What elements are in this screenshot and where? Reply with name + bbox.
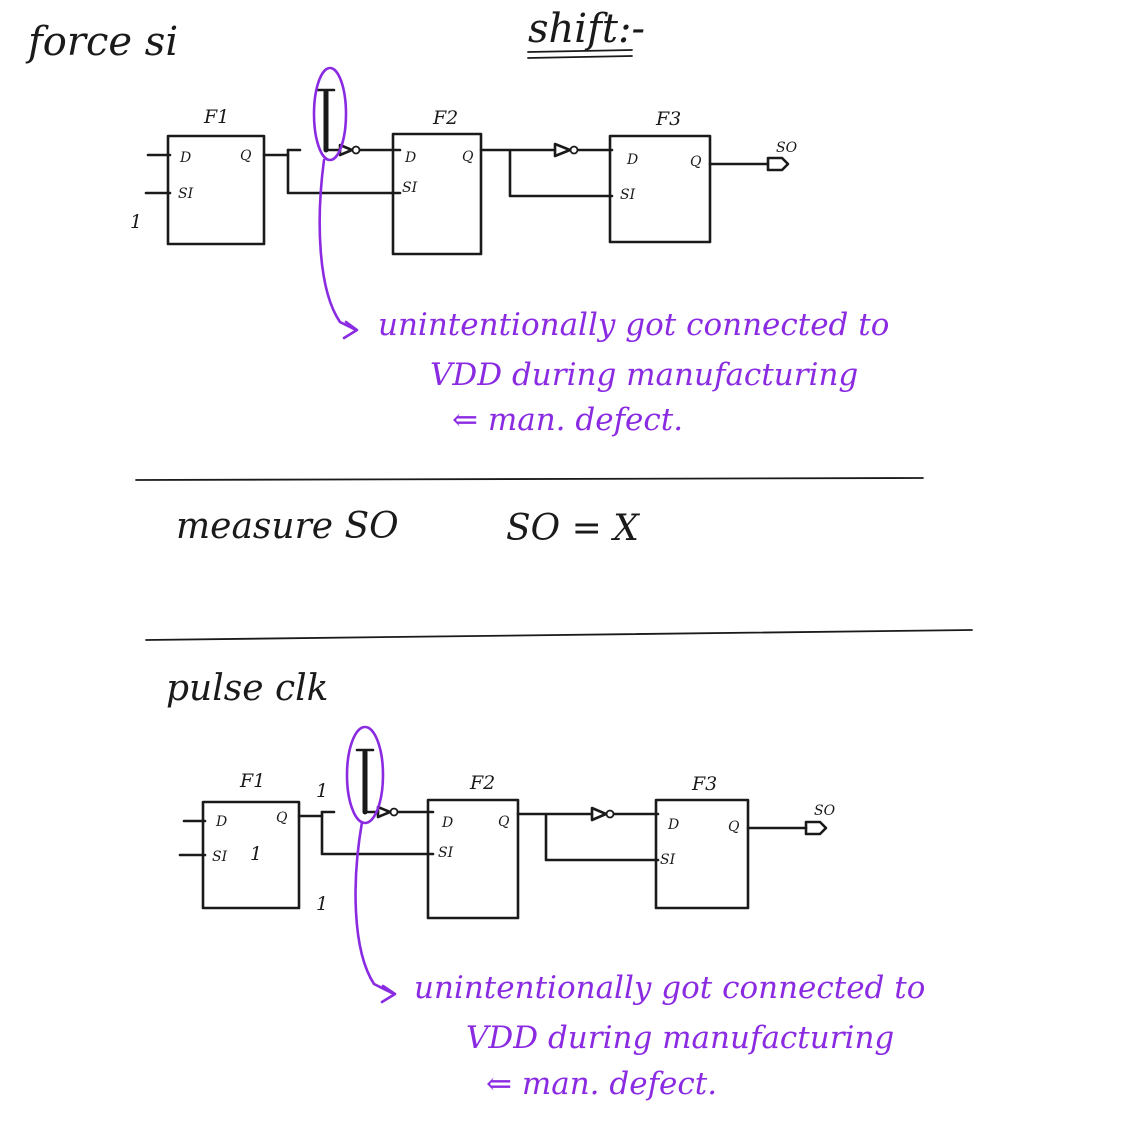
bottom-si-value: 1: [316, 893, 328, 915]
top-defect-pointer: [318, 158, 358, 332]
heading-underline: [527, 49, 633, 59]
top-so-port-icon: [766, 156, 790, 172]
bottom-pointer-arrowhead: [380, 984, 397, 1004]
bottom-f3-d-pin: D: [667, 817, 679, 833]
top-f1-q-pin: Q: [240, 148, 252, 164]
bottom-note-line2: VDD during manufacturing: [466, 1020, 894, 1056]
top-si-value: 1: [130, 211, 142, 233]
heading-force-si: force si: [25, 19, 178, 65]
top-f3-q-pin: Q: [690, 154, 702, 170]
top-f2-box: [391, 132, 483, 256]
bottom-note-line1: unintentionally got connected to: [414, 970, 925, 1006]
bottom-so-port-icon: [804, 820, 828, 836]
bottom-f1-label: F1: [239, 770, 265, 792]
bottom-f3-si-pin: SI: [660, 852, 676, 868]
top-f2-to-f3-wires: [479, 148, 614, 198]
bottom-scan-chain: F1 D Q SI 1 1 1 F2 D Q SI F3 D Q SI: [178, 725, 925, 1102]
top-f1-to-f2-si-wire: [286, 148, 402, 195]
bottom-so-label: SO: [814, 803, 836, 819]
top-f1-si-pin: SI: [178, 186, 194, 202]
bottom-f2-si-pin: SI: [438, 845, 454, 861]
top-f3-box: [608, 134, 712, 244]
bottom-f2-q-pin: Q: [498, 814, 510, 830]
bottom-buffer-1: [376, 805, 392, 819]
top-f1-inputs: [144, 153, 172, 195]
top-f1-box: [166, 134, 266, 246]
top-f2-q-pin: Q: [462, 149, 474, 165]
top-f1-d-pin: D: [179, 150, 191, 166]
bottom-buffer-1-bubble: [389, 807, 399, 817]
bottom-f1-inputs: [178, 819, 207, 857]
top-buffer-2: [553, 142, 572, 158]
top-note-line3: ⇐ man. defect.: [452, 402, 683, 438]
top-so-label: SO: [776, 140, 798, 156]
top-f2-si-pin: SI: [402, 180, 418, 196]
bottom-q-value-top: 1: [316, 780, 328, 802]
bottom-f1-q-pin: Q: [276, 810, 288, 826]
top-f3-si-pin: SI: [620, 187, 636, 203]
heading-shift: shift:-: [528, 6, 645, 52]
measure-so-result: SO = X: [506, 508, 640, 549]
top-f2-label: F2: [432, 107, 458, 129]
top-scan-chain: F1 D Q SI 1 F2 D Q SI F3 D Q SI: [130, 66, 889, 438]
bottom-note-line3: ⇐ man. defect.: [486, 1066, 717, 1102]
divider-1: [135, 477, 924, 481]
top-f3-d-pin: D: [626, 152, 638, 168]
top-note-line2: VDD during manufacturing: [430, 357, 858, 393]
measure-so-label: measure SO: [176, 506, 399, 547]
bottom-defect-highlight: [345, 725, 385, 825]
bottom-f3-box: [654, 798, 750, 910]
pulse-clk-label: pulse clk: [166, 668, 328, 709]
bottom-buffer-2: [590, 806, 608, 822]
bottom-f1-stored-value: 1: [250, 843, 262, 865]
bottom-f3-label: F3: [691, 773, 717, 795]
top-f1-label: F1: [203, 106, 229, 128]
bottom-defect-pointer: [354, 820, 396, 996]
top-buffer-2-bubble: [569, 145, 579, 155]
bottom-f2-d-pin: D: [441, 815, 453, 831]
top-buffer-1-bubble: [351, 145, 361, 155]
bottom-f2-box: [426, 798, 520, 920]
top-f2-d-pin: D: [404, 150, 416, 166]
top-f3-label: F3: [655, 108, 681, 130]
top-pointer-arrowhead: [342, 320, 359, 340]
divider-2: [145, 629, 973, 641]
bottom-f2-to-f3-wires: [516, 812, 660, 862]
top-note-line1: unintentionally got connected to: [378, 307, 889, 343]
bottom-f3-q-pin: Q: [728, 819, 740, 835]
top-defect-highlight: [312, 66, 348, 162]
bottom-f1-si-pin: SI: [212, 849, 228, 865]
bottom-buffer-2-bubble: [605, 809, 615, 819]
bottom-f2-label: F2: [469, 772, 495, 794]
bottom-f1-to-f2-si-wire: [320, 810, 435, 856]
bottom-f1-d-pin: D: [215, 814, 227, 830]
